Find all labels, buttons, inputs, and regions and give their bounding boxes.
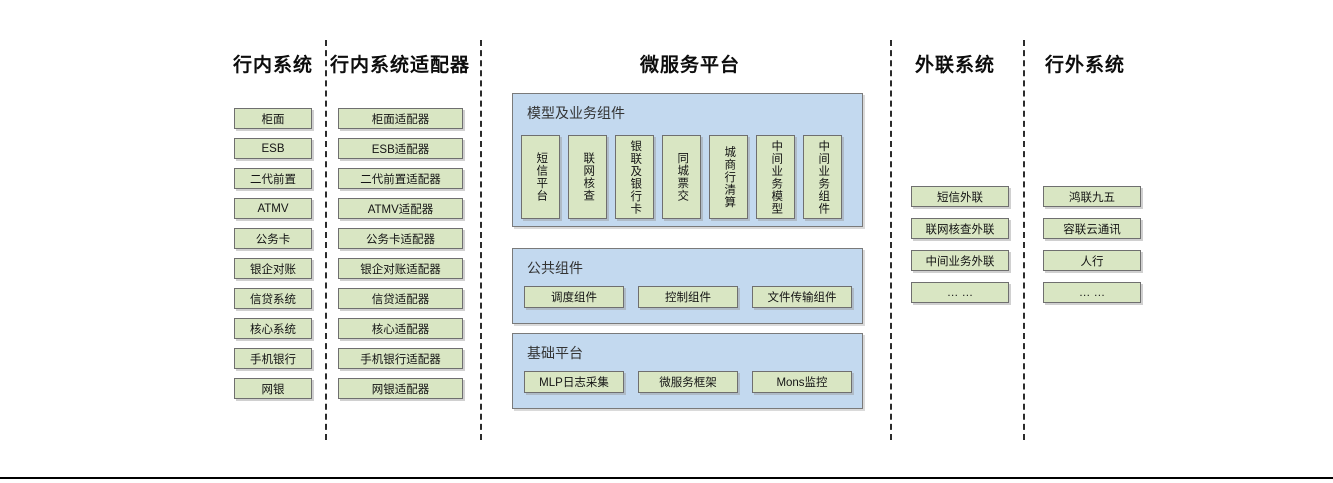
node-outside_bank_systems-0[interactable]: 鸿联九五	[1043, 186, 1141, 207]
column-title-outside_bank_systems: 行外系统	[1044, 55, 1125, 76]
node-outside_bank_systems-2[interactable]: 人行	[1043, 250, 1141, 271]
node-intra_bank_systems-0[interactable]: 柜面	[234, 108, 312, 129]
node-model_business_components-6[interactable]: 中间业务组件	[803, 135, 842, 219]
node-intra_bank_systems-2[interactable]: 二代前置	[234, 168, 312, 189]
node-intra_bank_systems-4[interactable]: 公务卡	[234, 228, 312, 249]
separator-1	[325, 40, 327, 440]
node-public_components-0[interactable]: 调度组件	[524, 286, 624, 308]
node-model_business_components-0[interactable]: 短信平台	[521, 135, 560, 219]
separator-3	[890, 40, 892, 440]
node-base_platform-2[interactable]: Mons监控	[752, 371, 852, 393]
column-title-external_link_systems: 外联系统	[914, 55, 995, 76]
node-intra_bank_systems-3[interactable]: ATMV	[234, 198, 312, 219]
node-intra_bank_adapters-3[interactable]: ATMV适配器	[338, 198, 463, 219]
node-intra_bank_adapters-6[interactable]: 信贷适配器	[338, 288, 463, 309]
node-model_business_components-1[interactable]: 联网核查	[568, 135, 607, 219]
node-model_business_components-2[interactable]: 银联及银行卡	[615, 135, 654, 219]
node-model_business_components-4[interactable]: 城商行清算	[709, 135, 748, 219]
node-intra_bank_systems-9[interactable]: 网银	[234, 378, 312, 399]
node-intra_bank_adapters-5[interactable]: 银企对账适配器	[338, 258, 463, 279]
node-base_platform-0[interactable]: MLP日志采集	[524, 371, 624, 393]
node-external_link_systems-0[interactable]: 短信外联	[911, 186, 1009, 207]
node-intra_bank_systems-6[interactable]: 信贷系统	[234, 288, 312, 309]
node-intra_bank_systems-5[interactable]: 银企对账	[234, 258, 312, 279]
page-bottom-rule	[0, 477, 1333, 479]
separator-2	[480, 40, 482, 440]
node-intra_bank_adapters-9[interactable]: 网银适配器	[338, 378, 463, 399]
node-intra_bank_adapters-8[interactable]: 手机银行适配器	[338, 348, 463, 369]
node-intra_bank_adapters-0[interactable]: 柜面适配器	[338, 108, 463, 129]
node-model_business_components-5[interactable]: 中间业务模型	[756, 135, 795, 219]
node-intra_bank_adapters-4[interactable]: 公务卡适配器	[338, 228, 463, 249]
node-external_link_systems-3[interactable]: … …	[911, 282, 1009, 303]
node-external_link_systems-2[interactable]: 中间业务外联	[911, 250, 1009, 271]
node-intra_bank_systems-8[interactable]: 手机银行	[234, 348, 312, 369]
column-title-microservice-platform: 微服务平台	[639, 55, 740, 76]
node-outside_bank_systems-1[interactable]: 容联云通讯	[1043, 218, 1141, 239]
column-title-intra_bank_systems: 行内系统	[232, 55, 313, 76]
node-public_components-2[interactable]: 文件传输组件	[752, 286, 852, 308]
node-model_business_components-3[interactable]: 同城票交	[662, 135, 701, 219]
separator-4	[1023, 40, 1025, 440]
node-outside_bank_systems-3[interactable]: … …	[1043, 282, 1141, 303]
panel-label-public_components: 公共组件	[527, 260, 583, 276]
node-public_components-1[interactable]: 控制组件	[638, 286, 738, 308]
column-title-intra_bank_adapters: 行内系统适配器	[330, 55, 471, 76]
node-external_link_systems-1[interactable]: 联网核查外联	[911, 218, 1009, 239]
node-intra_bank_systems-1[interactable]: ESB	[234, 138, 312, 159]
node-intra_bank_adapters-1[interactable]: ESB适配器	[338, 138, 463, 159]
node-intra_bank_systems-7[interactable]: 核心系统	[234, 318, 312, 339]
panel-label-model_business_components: 模型及业务组件	[527, 105, 625, 121]
node-intra_bank_adapters-2[interactable]: 二代前置适配器	[338, 168, 463, 189]
node-intra_bank_adapters-7[interactable]: 核心适配器	[338, 318, 463, 339]
node-base_platform-1[interactable]: 微服务框架	[638, 371, 738, 393]
panel-label-base_platform: 基础平台	[527, 345, 583, 361]
